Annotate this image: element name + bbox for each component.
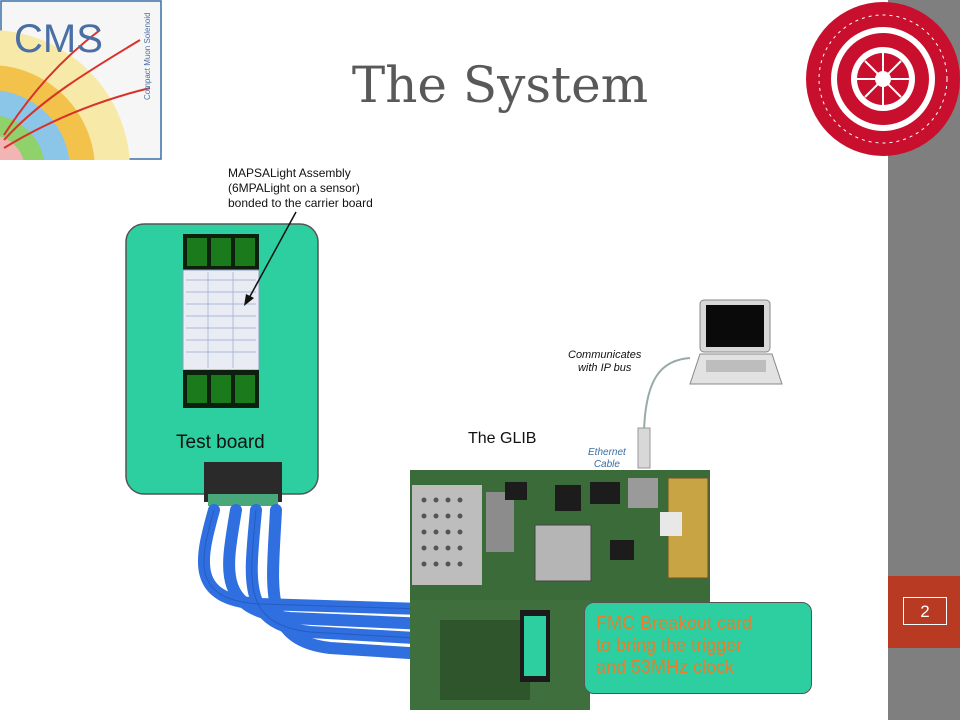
fmc-breakout-label: FMC Breakout card to bring the trigger a… [596, 613, 753, 677]
test-board-label: Test board [176, 432, 265, 453]
mapsa-sensor [182, 269, 260, 371]
cms-logo-text: CMS [14, 17, 103, 61]
ethernet-cable [643, 357, 691, 431]
cms-logo: CMS Compact Muon Solenoid [0, 0, 162, 160]
page-number-box [888, 576, 960, 648]
university-seal [806, 2, 960, 156]
ethernet-cable-label: Ethernet Cable [588, 447, 626, 470]
glib-board [410, 470, 710, 710]
communicates-label: Communicates with IP bus [568, 349, 642, 374]
mapsa-assembly-label: MAPSALight Assembly (6MPALight on a sens… [228, 166, 373, 210]
mapsa-chip-array-bottom [183, 370, 259, 408]
mapsa-chip-array-top [183, 234, 259, 270]
glib-label: The GLIB [468, 430, 537, 447]
page-number: 2 [903, 597, 947, 625]
fmc-breakout-callout [584, 602, 812, 694]
laptop [689, 299, 783, 385]
cms-logo-subtitle: Compact Muon Solenoid [143, 12, 152, 100]
mapsa-arrow [247, 211, 297, 301]
page-title: The System [351, 56, 649, 114]
